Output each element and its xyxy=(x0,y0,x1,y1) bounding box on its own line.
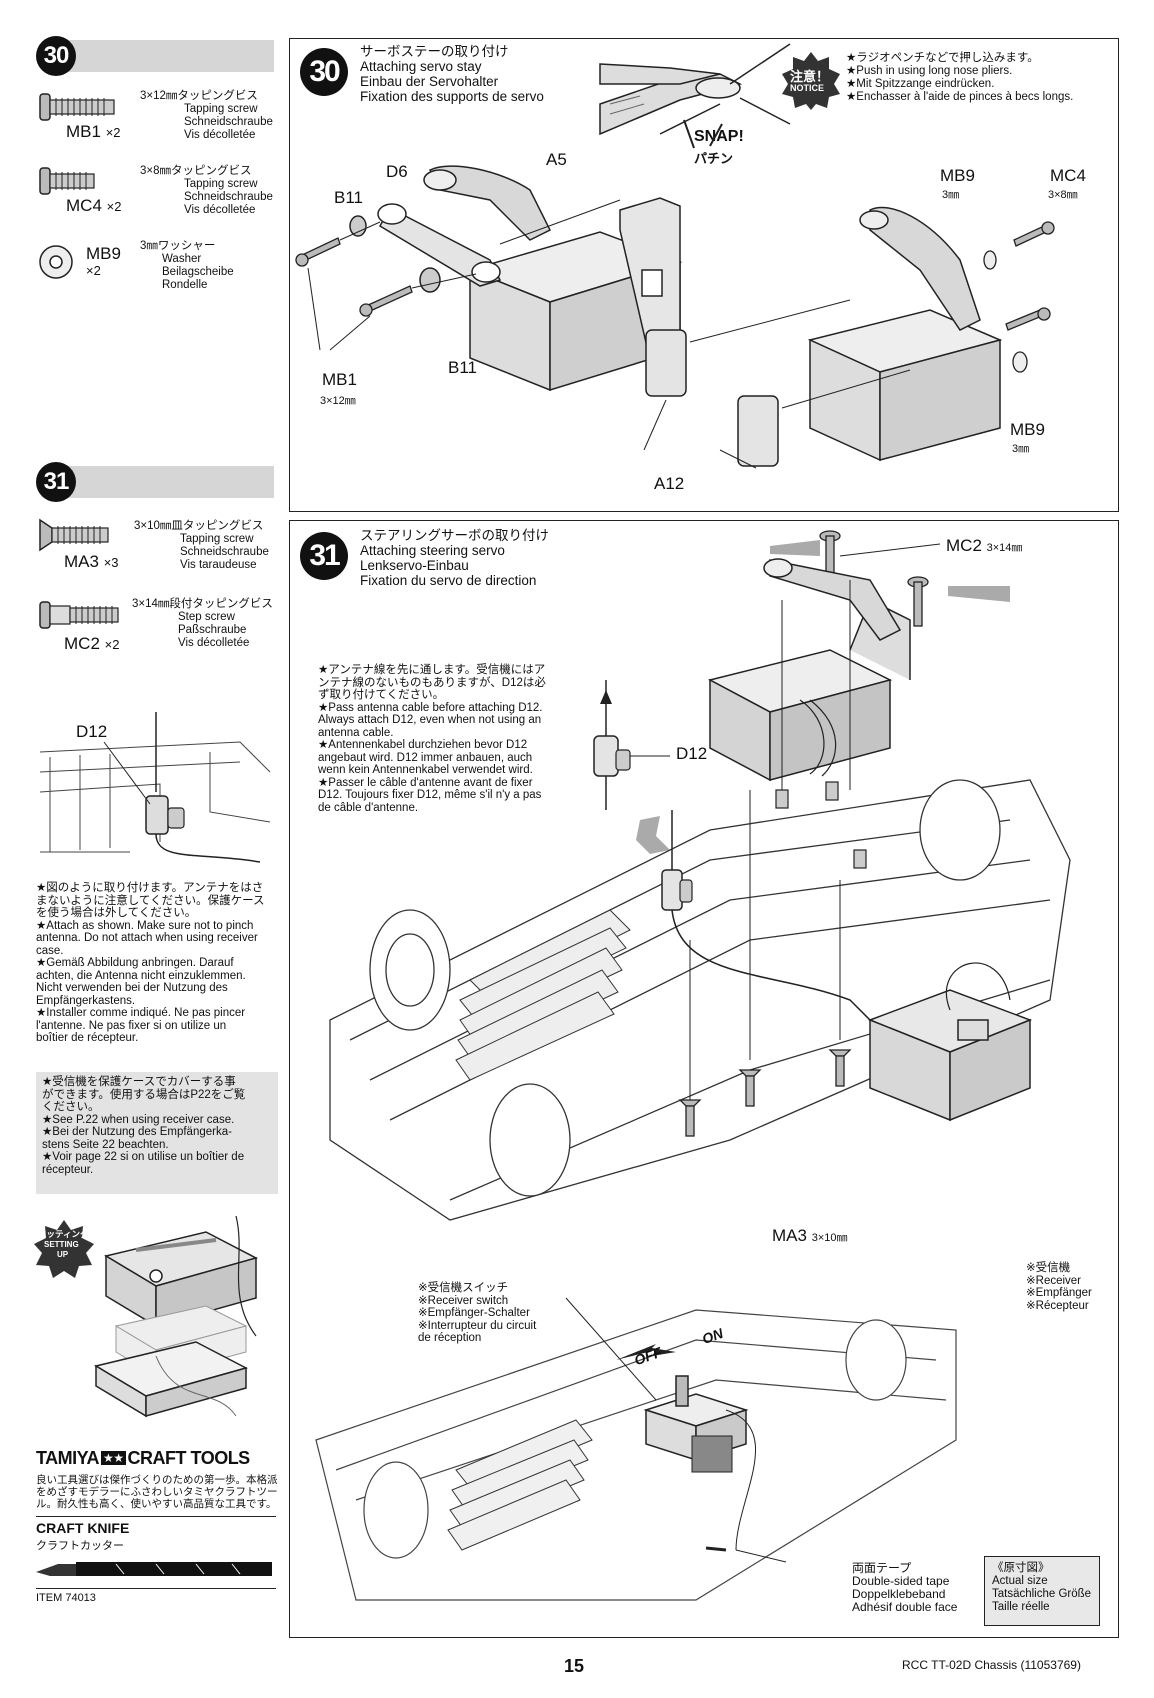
model-name: RCC TT-02D Chassis (11053769) xyxy=(902,1658,1081,1672)
craft-knife-icon xyxy=(36,1562,272,1576)
snap-lines-icon xyxy=(683,119,723,149)
label-mc4: MC4 xyxy=(1050,166,1086,185)
label-mb1: MB1 xyxy=(322,370,357,389)
antenna-note: ★アンテナ線を先に通します。受信機にはア ンテナ線のないものもありますが、D12… xyxy=(318,664,546,814)
d12-detail-label: D12 xyxy=(76,722,108,741)
snap-label: SNAP! xyxy=(694,128,744,145)
craft-item-number: ITEM 74013 xyxy=(36,1592,96,1604)
attach-note: ★図のように取り付けます。アンテナをはさ まないように注意してください。保護ケー… xyxy=(36,882,265,1044)
tamiya-star-logo-icon: ★★ xyxy=(101,1451,126,1465)
snap-label-jp: パチン xyxy=(694,151,734,166)
d12-detail-illustration xyxy=(39,712,271,863)
craft-product-name: CRAFT KNIFE xyxy=(36,1520,130,1536)
receiver-case-note: ★受信機を保護ケースでカバーする事 ができます。使用する場合はP22をご覧 くだ… xyxy=(42,1076,246,1176)
label-mb1-size: 3×12㎜ xyxy=(320,395,356,407)
servo-stay-assembly-left xyxy=(295,165,683,392)
actual-size-box xyxy=(984,1556,1100,1626)
receiver-case-illustration xyxy=(94,1215,259,1418)
mc2-screws-illustration xyxy=(770,530,1010,627)
part-desc-mb9: 3㎜ワッシャー Washer Beilagscheibe Rondelle xyxy=(140,240,234,291)
setting-up-badge-jp: セッティング xyxy=(38,1229,89,1239)
label-d6: D6 xyxy=(386,162,408,181)
label-d12: D12 xyxy=(676,744,708,763)
pliers-illustration xyxy=(599,43,791,136)
step31-panel-number-badge: 31 xyxy=(300,532,348,580)
setting-up-badge-icon xyxy=(34,1220,94,1278)
label-mb9-bottom-size: 3㎜ xyxy=(1012,443,1030,455)
receiver-label: ※受信機 ※Receiver ※Empfänger ※Récepteur xyxy=(1026,1262,1092,1312)
servo-stay-assembly-right xyxy=(643,206,1055,469)
part-code-mb1: MB1 ×2 xyxy=(66,122,121,141)
setting-up-badge-en2: UP xyxy=(57,1250,69,1259)
step30-number-badge: 30 xyxy=(36,36,76,76)
part-code-ma3: MA3 ×3 xyxy=(64,552,119,571)
notice-badge-icon xyxy=(782,52,840,110)
notice-text: ★ラジオペンチなどで押し込みます。 ★Push in using long no… xyxy=(846,52,1074,103)
label-mc4-size: 3×8㎜ xyxy=(1048,189,1078,201)
step30-panel-number-badge: 30 xyxy=(300,48,348,96)
craft-tools-description: 良い工具選びは傑作づくりのための第一歩。本格派 をめざすモデラーにふさわしいタミ… xyxy=(36,1474,278,1510)
part-code-mc2: MC2 ×2 xyxy=(64,634,120,653)
step31-panel-title: ステアリングサーボの取り付け Attaching steering servo … xyxy=(360,528,549,588)
screw-icon xyxy=(39,93,115,121)
d12-part-illustration xyxy=(593,680,670,810)
label-b11-bottom: B11 xyxy=(448,358,477,377)
craft-divider-2 xyxy=(36,1588,276,1589)
step-screw-icon xyxy=(39,601,119,629)
double-sided-tape-label: 両面テープ Double-sided tape Doppelklebeband … xyxy=(852,1561,958,1614)
part-desc-mc4: 3×8㎜タッピングビス Tapping screw Schneidschraub… xyxy=(140,165,273,216)
label-mb9-bottom: MB9 xyxy=(1010,420,1045,439)
step31-header-bar xyxy=(48,466,274,498)
countersunk-screw-icon xyxy=(39,518,109,552)
part-desc-mc2: 3×14㎜段付タッピングビス Step screw Paßschraube Vi… xyxy=(132,598,273,649)
step31-number-badge: 31 xyxy=(36,462,76,502)
step30-panel-title: サーボステーの取り付け Attaching servo stay Einbau … xyxy=(360,44,544,104)
washer-icon xyxy=(39,245,73,279)
label-a5: A5 xyxy=(546,150,567,169)
receiver-switch-chassis-illustration xyxy=(315,1297,957,1601)
craft-divider xyxy=(36,1516,276,1517)
label-a12: A12 xyxy=(654,474,685,493)
notice-badge-jp: 注意！ xyxy=(790,69,830,84)
receiver-case-note-box xyxy=(36,1072,278,1194)
label-mc2: MC2 3×14㎜ xyxy=(946,536,1023,555)
screw-icon xyxy=(39,167,95,195)
label-b11-top: B11 xyxy=(334,188,363,207)
step30-header-bar xyxy=(48,40,274,72)
label-mb9-top: MB9 xyxy=(940,166,975,185)
actual-size-label: 《原寸図》 Actual size Tatsächliche Größe Tai… xyxy=(992,1562,1092,1613)
part-code-mc4: MC4 ×2 xyxy=(66,196,122,215)
craft-tools-brand: TAMIYA★★CRAFT TOOLS xyxy=(36,1448,250,1468)
part-code-mb9: MB9×2 xyxy=(86,244,121,278)
setting-up-badge-en1: SETTING xyxy=(44,1240,79,1249)
label-mb9-top-size: 3㎜ xyxy=(942,189,960,201)
label-ma3: MA3 3×10㎜ xyxy=(772,1226,848,1245)
steering-servo-chassis-illustration xyxy=(329,558,1071,1221)
receiver-switch-label: ※受信機スイッチ ※Receiver switch ※Empfänger-Sch… xyxy=(418,1282,537,1344)
notice-badge-en: NOTICE xyxy=(790,83,825,93)
part-desc-ma3: 3×10㎜皿タッピングビス Tapping screw Schneidschra… xyxy=(134,520,269,571)
craft-product-name-jp: クラフトカッター xyxy=(36,1540,124,1552)
page-number: 15 xyxy=(564,1656,585,1676)
part-desc-mb1: 3×12㎜タッピングビス Tapping screw Schneidschrau… xyxy=(140,90,273,141)
